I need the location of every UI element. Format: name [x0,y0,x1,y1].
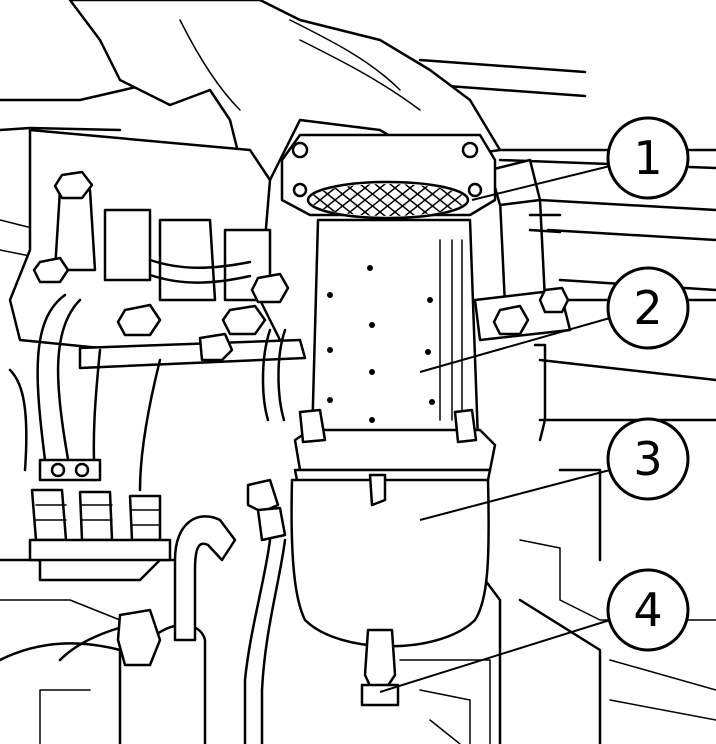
fuel-filter-assembly [173,133,497,744]
callout-2: 2 [606,266,690,350]
callout-label-4: 4 [633,583,662,637]
callout-4: 4 [606,568,690,652]
engine-background [0,58,716,744]
leader-line-1 [471,165,611,201]
injection-pump [8,128,307,667]
filter-screen [310,184,466,216]
callout-1: 1 [606,116,690,200]
callout-label-1: 1 [633,131,662,185]
leader-lines [379,165,611,693]
leader-line-2 [419,317,611,373]
leader-line-3 [419,469,611,521]
intake-manifold [68,0,502,202]
leader-line-4 [379,619,611,693]
callouts: 1 2 3 4 [606,116,690,652]
callout-label-3: 3 [633,432,662,486]
mounting-bracket [473,158,572,442]
callout-3: 3 [606,417,690,501]
callout-label-2: 2 [633,281,662,335]
